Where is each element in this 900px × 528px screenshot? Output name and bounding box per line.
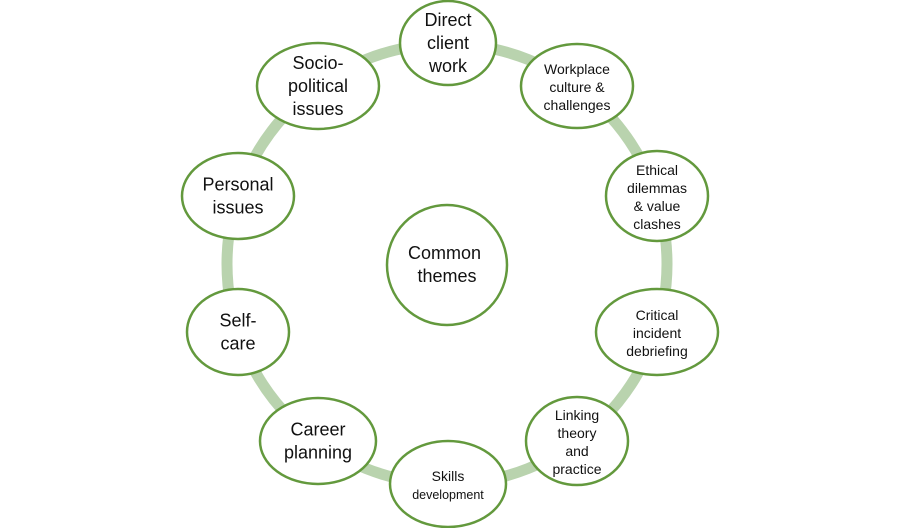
theme-node-workplace-culture: Workplace culture & challenges (519, 42, 635, 130)
theme-node-label-line: issues (292, 99, 343, 119)
theme-node-label: Self-care (219, 311, 256, 354)
theme-node-shape (519, 42, 635, 130)
theme-node-label-line: planning (284, 443, 352, 463)
center-label-line: themes (417, 266, 476, 286)
theme-node-label-line: Skills (432, 468, 465, 484)
theme-node-label: Career planning (284, 420, 352, 463)
theme-node-label-line: Direct (424, 10, 471, 30)
theme-node-label-line: Critical (636, 307, 679, 323)
theme-node-personal-issues: Personal issues (180, 151, 296, 241)
theme-node-label-line: Linking (555, 407, 599, 423)
theme-node-shape (185, 287, 291, 377)
theme-node-label-line: client (427, 33, 469, 53)
theme-node-label: Critical incident debriefing (626, 307, 688, 359)
theme-node-label-line: political (288, 76, 348, 96)
theme-node-label-line: Ethical (636, 162, 678, 178)
theme-node-label-line: challenges (544, 97, 611, 113)
theme-node-label: Linking theory and practice (552, 407, 601, 477)
theme-node-label-line: work (428, 56, 468, 76)
theme-node-label: Workplace culture & challenges (544, 61, 611, 113)
center-node: Common themes (385, 203, 509, 327)
theme-node-shape (180, 151, 296, 241)
center-node-label: Common themes (408, 243, 486, 286)
theme-node-label-line: development (412, 488, 484, 502)
theme-node-linking-theory: Linking theory and practice (524, 395, 630, 487)
theme-node-direct-client-work: Direct client work (398, 0, 498, 87)
theme-node-label-line: Socio- (292, 53, 343, 73)
center-label-line: Common (408, 243, 481, 263)
nodes-layer: Direct client work Workplace culture & challe… (180, 0, 720, 528)
theme-node-shape (258, 396, 378, 486)
theme-node-label-line: debriefing (626, 343, 688, 359)
theme-node-shape (255, 41, 381, 131)
center-node-shape (385, 203, 509, 327)
theme-node-shape (388, 439, 508, 528)
theme-node-label: Direct client work (424, 10, 471, 76)
theme-node-ethical-dilemmas: Ethical dilemmas & value clashes (604, 149, 710, 243)
theme-node-label-line: incident (633, 325, 681, 341)
theme-node-self-care: Self-care (185, 287, 291, 377)
theme-node-label-line: issues (212, 198, 263, 218)
theme-node-label-line: dilemmas (627, 180, 687, 196)
theme-node-label-line: and (565, 443, 588, 459)
theme-node-label: Personal issues (202, 175, 273, 218)
theme-node-shape (604, 149, 710, 243)
theme-node-label-line: Self- (219, 311, 256, 331)
theme-node-shape (524, 395, 630, 487)
theme-node-label: Skills development (412, 468, 484, 502)
theme-node-shape (594, 287, 720, 377)
theme-node-label: Ethical dilemmas & value clashes (627, 162, 687, 232)
theme-node-career-planning: Career planning (258, 396, 378, 486)
theme-node-socio-political: Socio-political issues (255, 41, 381, 131)
theme-node-label-line: Personal (202, 175, 273, 195)
theme-node-label-line: clashes (633, 216, 680, 232)
theme-node-label-line: Workplace (544, 61, 610, 77)
theme-node-label-line: Career (290, 420, 345, 440)
theme-node-label-line: care (220, 334, 255, 354)
theme-node-critical-incident: Critical incident debriefing (594, 287, 720, 377)
theme-node-label-line: & value (634, 198, 681, 214)
theme-node-label-line: culture & (549, 79, 605, 95)
theme-node-label-line: practice (552, 461, 601, 477)
theme-node-shape (398, 0, 498, 87)
theme-node-label: Socio-political issues (288, 53, 348, 119)
theme-node-label-line: theory (558, 425, 597, 441)
theme-node-skills-development: Skills development (388, 439, 508, 528)
